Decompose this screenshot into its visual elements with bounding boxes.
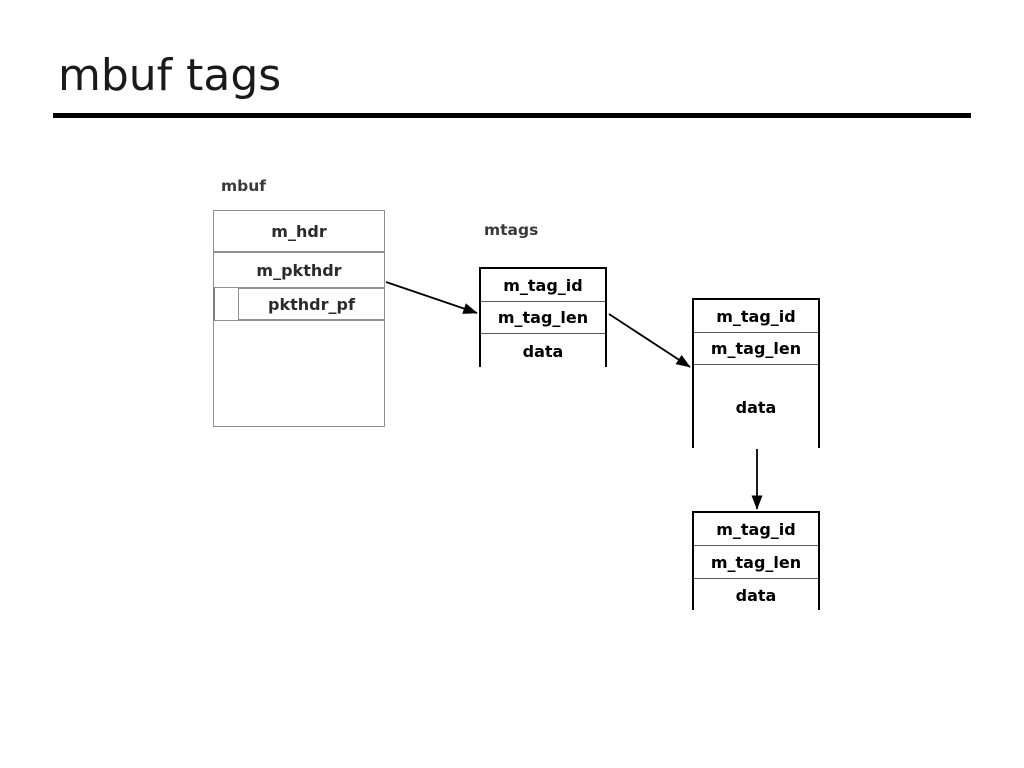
arrow-mtag1-to-mtag2 (608, 313, 691, 368)
mtag-struct-3: m_tag_id m_tag_len data (692, 511, 820, 612)
mtag-row-data: data (481, 334, 605, 369)
mtag-row-data: data (694, 365, 818, 450)
mbuf-row-label: pkthdr_pf (268, 294, 355, 314)
mtag-row-label: data (522, 342, 564, 361)
mbuf-row-m_hdr: m_hdr (213, 210, 385, 252)
mtag-row-m_tag_len: m_tag_len (481, 302, 605, 334)
mtag-row-label: data (735, 398, 777, 417)
mtag-row-m_tag_len: m_tag_len (694, 333, 818, 365)
arrow-mbuf-to-mtag1 (385, 281, 478, 314)
mtag-row-m_tag_len: m_tag_len (694, 546, 818, 579)
mtag-row-m_tag_id: m_tag_id (694, 300, 818, 333)
mtag-row-label: m_tag_len (710, 339, 802, 358)
mtag-row-label: m_tag_len (710, 552, 802, 572)
mtag-row-label: m_tag_len (497, 308, 589, 327)
mtags-caption: mtags (484, 221, 539, 239)
mtag-row-m_tag_id: m_tag_id (694, 513, 818, 546)
mbuf-row-m_data (213, 320, 385, 427)
mtag-row-label: m_tag_id (716, 519, 796, 539)
mtag-row-label: m_tag_id (503, 275, 583, 295)
title-divider (53, 113, 971, 118)
mbuf-row-m_pkthdr: m_pkthdr (213, 252, 385, 288)
mtag-row-data: data (694, 579, 818, 612)
mbuf-row-label: m_pkthdr (256, 260, 342, 280)
mtag-row-label: m_tag_id (716, 306, 796, 326)
mtag-row-label: data (735, 586, 777, 605)
mbuf-caption: mbuf (221, 177, 267, 195)
mtag-row-m_tag_id: m_tag_id (481, 269, 605, 302)
mtag-struct-1: m_tag_id m_tag_len data (479, 267, 607, 369)
mbuf-row-pkthdr_pf: pkthdr_pf (238, 288, 385, 320)
mbuf-row-label: m_hdr (271, 221, 327, 241)
mtag-struct-2: m_tag_id m_tag_len data (692, 298, 820, 450)
page-title: mbuf tags (58, 50, 282, 101)
